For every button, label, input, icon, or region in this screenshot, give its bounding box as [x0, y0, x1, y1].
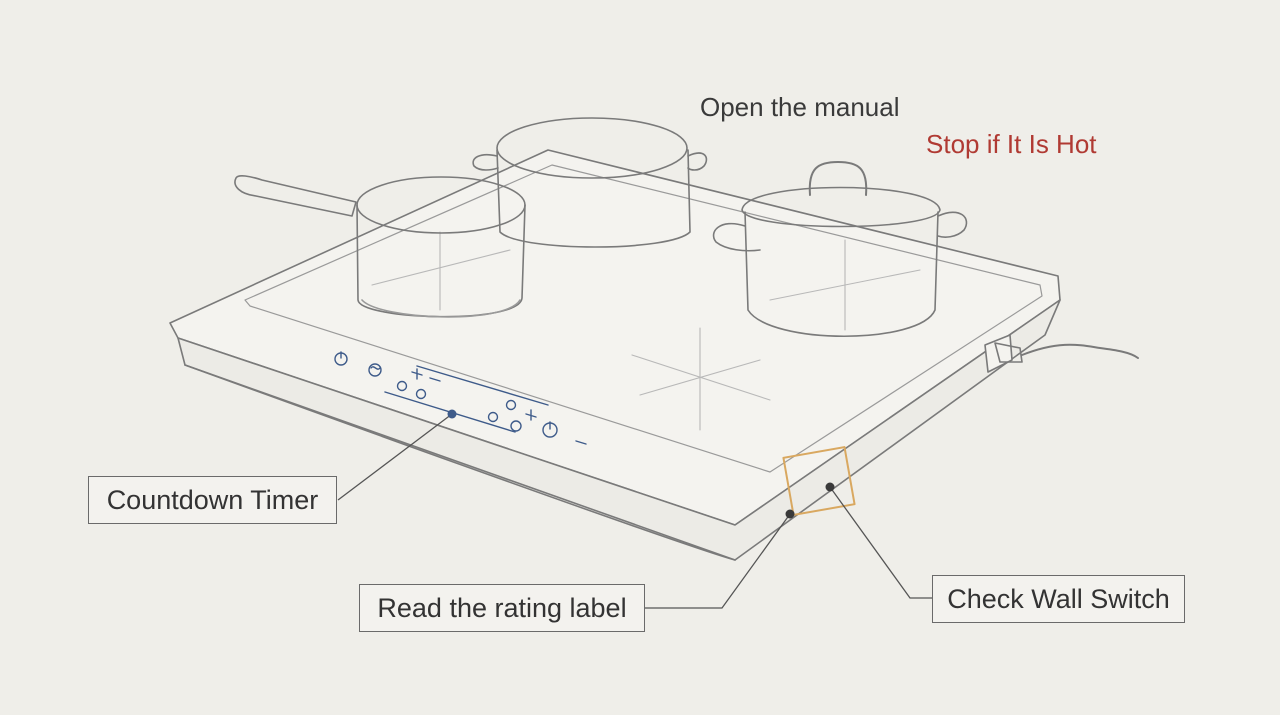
lidded-pot [712, 161, 968, 338]
power-icon [542, 421, 558, 438]
minus-icon [429, 377, 441, 382]
hot-warning-note: Stop if It Is Hot [926, 129, 1097, 159]
minus-icon [575, 440, 587, 445]
timer-icon [487, 399, 522, 432]
timer-icon [396, 380, 427, 400]
plug-icon [984, 334, 1139, 373]
rating-label-highlight [782, 446, 856, 516]
open-manual-note: Open the manual [700, 92, 900, 122]
power-icon [334, 351, 348, 366]
timer-leader [337, 413, 453, 501]
cooktop-body [169, 149, 1061, 561]
switch-dot [825, 482, 835, 492]
boost-icon [368, 363, 382, 377]
cooking-zones [371, 231, 921, 431]
leader-lines [337, 413, 933, 609]
panel-line-upper [416, 365, 549, 406]
middle-pot [472, 117, 708, 248]
timer-dot [447, 409, 457, 419]
countdown-timer-callout: Countdown Timer [88, 476, 337, 524]
rating-dot [785, 509, 795, 519]
saucepan [234, 175, 526, 318]
rating-leader [645, 513, 791, 609]
leader-dots [447, 409, 835, 519]
rating-label-callout: Read the rating label [359, 584, 645, 632]
plus-icon [411, 368, 423, 380]
plus-icon [525, 409, 537, 421]
wall-switch-callout: Check Wall Switch [932, 575, 1185, 623]
switch-leader [829, 486, 933, 599]
